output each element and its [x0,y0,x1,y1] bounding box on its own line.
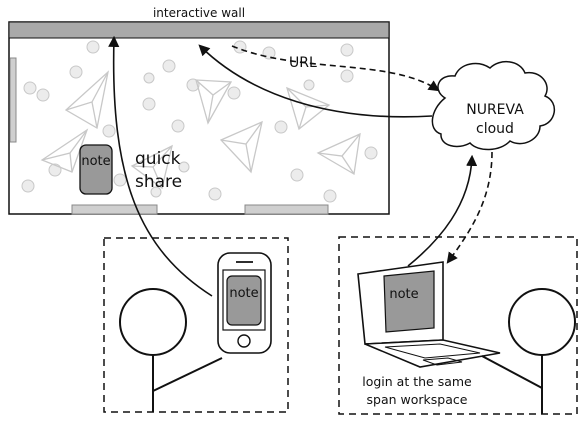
cloud-shape [431,61,555,151]
smartphone: note [217,252,272,354]
wall-bottom-tray-right [244,204,329,215]
person-right [481,288,576,414]
wall-frame [8,21,390,215]
phone-user-box: note [103,237,289,413]
wall-note [79,144,113,195]
laptop-screen-note [383,270,435,333]
arrow-laptop-to-cloud [407,154,478,267]
wall-decor-circles [21,40,378,203]
phone-user-frame [103,237,289,413]
cloud-label-line1: NUREVA [466,102,524,118]
person-left-head [119,288,187,356]
phone-note-label: note [229,286,258,301]
laptop-user-frame [338,236,578,415]
wall-decor-triangles [40,70,361,190]
nureva-cloud: NUREVA cloud [431,61,555,151]
arrow-cloud-to-wall [198,44,433,118]
laptop-user-box: note login at the same span workspace [338,236,578,415]
wall-title: interactive wall [153,6,245,20]
wall-left-tray [9,57,17,143]
laptop: note [357,261,501,368]
quick-share-label-line1: quick [135,149,181,169]
person-right-head [508,288,576,356]
login-caption-line1: login at the same [362,374,472,389]
arrow-cloud-to-laptop [446,151,493,264]
laptop-note-label: note [389,287,418,302]
person-left-arm [152,357,223,392]
wall-top-bar [8,21,390,39]
login-caption-line2: span workspace [367,392,468,407]
cloud-label-line2: cloud [476,121,514,137]
quick-share-label-line2: share [135,172,182,192]
person-left [119,288,223,412]
person-right-arm [481,355,543,389]
arrow-phone-to-wall [108,35,213,297]
laptop-keyboard [384,343,481,359]
wall-note-label: note [81,154,110,169]
phone-home-button [237,334,251,348]
arrow-wall-to-cloud-url [231,45,440,92]
wall-bottom-tray-left [71,204,158,215]
laptop-trackpad [422,357,463,366]
phone-note [226,275,262,326]
arrows [108,35,493,297]
